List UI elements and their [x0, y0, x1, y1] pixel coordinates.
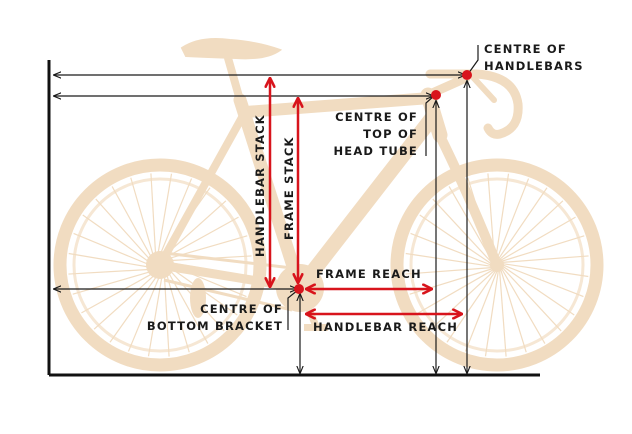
wheel-spoke [501, 235, 585, 262]
wheel-spoke [502, 263, 589, 278]
wheel-spoke [159, 178, 193, 256]
wheel-spoke [502, 265, 575, 316]
wheel-spoke [502, 255, 589, 263]
wheel-spoke [405, 267, 492, 275]
wheel-spoke [499, 200, 564, 261]
wheel-spoke [95, 198, 152, 262]
wheel-spoke [410, 232, 492, 266]
wheel-spoke [93, 273, 157, 330]
head-tube-label-line3: HEAD TUBE [333, 144, 418, 158]
bicycle-silhouette-icon [53, 38, 604, 372]
wheel-spoke [419, 214, 492, 265]
wheel-spoke [163, 273, 170, 357]
bottom-bracket-leader-line [287, 289, 299, 330]
wheel-spoke [130, 177, 155, 258]
wheel-spoke [111, 186, 153, 260]
handlebar-stack-label: HANDLEBAR STACK [253, 114, 267, 257]
bottom-bracket-label-line1: CENTRE OF [200, 302, 283, 316]
bottom-bracket-point [294, 284, 304, 294]
wheel-spoke [497, 187, 548, 260]
wheel-spoke [68, 268, 152, 275]
handlebar-reach-label: HANDLEBAR REACH [313, 320, 458, 334]
handlebars-point [462, 70, 472, 80]
wheel-spoke [502, 264, 584, 298]
wheel-spoke [73, 232, 151, 266]
handlebars-label-line1: CENTRE OF [484, 42, 567, 56]
wheel-spoke [72, 270, 153, 295]
frame-reach-label: FRAME REACH [316, 267, 422, 281]
wheel-spoke [501, 267, 562, 332]
horizontal-dimension-lines [54, 75, 465, 289]
bottom-bracket-label-line2: BOTTOM BRACKET [147, 319, 283, 333]
handlebars-leader-line [467, 45, 479, 75]
reference-points [294, 70, 472, 294]
wheel-spoke [150, 173, 157, 257]
wheel-spoke [68, 252, 151, 268]
wheel-spoke [432, 198, 493, 263]
red-dimension-arrows [270, 79, 461, 314]
head-tube-label-line2: TOP OF [363, 127, 418, 141]
wheel-spoke [165, 216, 239, 258]
wheel-spoke [499, 270, 507, 357]
wheel-spoke [405, 252, 492, 267]
wheel-spoke [495, 173, 510, 260]
wheel-spoke [500, 216, 576, 261]
head-tube-point [431, 90, 441, 100]
wheel-spoke [500, 269, 527, 353]
wheel-spoke [418, 269, 494, 314]
wheel-spoke [484, 270, 499, 357]
head-tube-label-line1: CENTRE OF [335, 110, 418, 124]
wheel-spoke [157, 173, 173, 256]
handlebars-label-line2: HANDLEBARS [484, 59, 584, 73]
wheel-spoke [501, 268, 546, 344]
wheel-spoke [81, 272, 155, 314]
wheel-spoke [446, 270, 497, 343]
frame-stack-label: FRAME STACK [282, 136, 296, 240]
wheel-spoke [496, 178, 530, 260]
reference-axes [47, 60, 540, 377]
saddle [180, 38, 283, 60]
vertical-dimension-lines [300, 81, 467, 373]
wheel-spoke [82, 214, 151, 264]
